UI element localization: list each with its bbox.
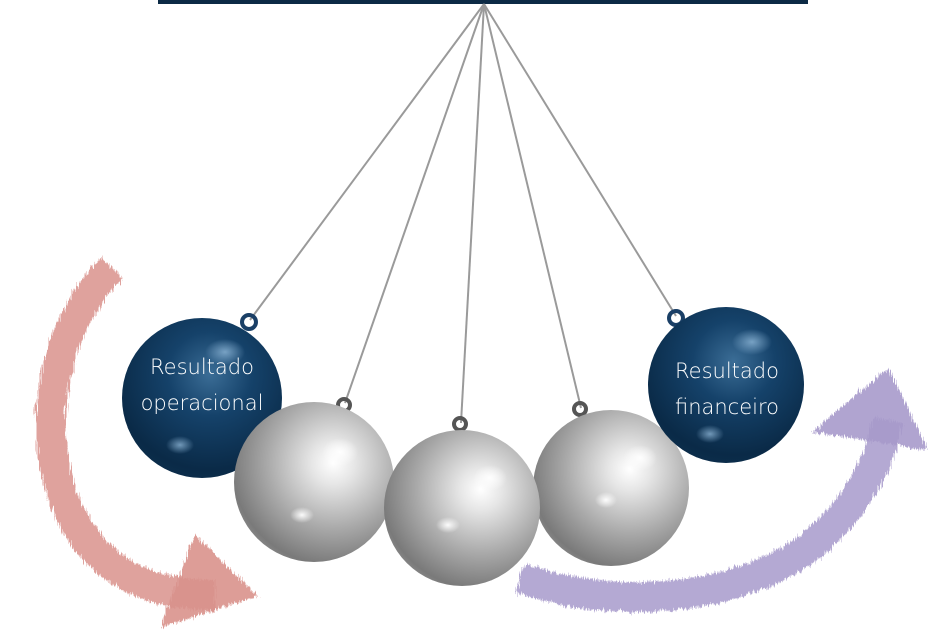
ball-left-label-line2: operacional: [141, 391, 264, 415]
hook-left-dark: [242, 315, 256, 329]
hook-2: [454, 418, 466, 430]
string-3: [461, 4, 484, 423]
string-5: [484, 4, 676, 316]
ball-silver-2: [384, 430, 540, 586]
hook-3: [574, 403, 586, 415]
ball-right-dark: Resultado financeiro: [648, 307, 804, 463]
string-1: [250, 4, 484, 320]
string-4: [484, 4, 581, 408]
ball-right-label-line2: financeiro: [675, 395, 779, 419]
ball-right-label-line1: Resultado: [675, 359, 779, 383]
ball-left-label-line1: Resultado: [150, 355, 254, 379]
top-bar: [158, 0, 808, 4]
string-2: [345, 4, 484, 403]
strings: [250, 4, 676, 423]
ball-silver-1: [234, 402, 394, 562]
